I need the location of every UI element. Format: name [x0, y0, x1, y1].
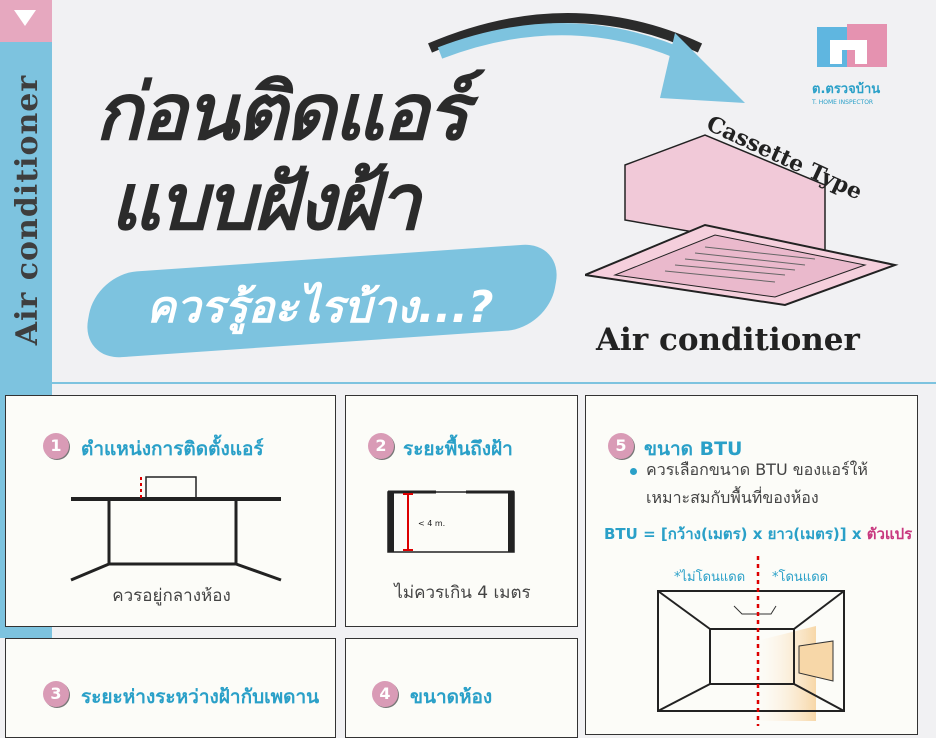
triangle-down-icon [14, 10, 36, 26]
step-number: 1 [43, 433, 69, 459]
room-center-diagram [70, 476, 282, 582]
curved-arrow-icon [428, 13, 745, 103]
card-caption: ควรอยู่กลางห้อง [112, 586, 231, 606]
card-floor-to-ceiling: 2 ระยะพื้นถึงฝ้า < 4 m. ไม่ควรเกิน 4 เมต… [345, 395, 578, 627]
dimension-label: < 4 m. [418, 519, 446, 528]
subtitle: ควรรู้อะไรบ้าง...? [146, 282, 494, 333]
card-ceiling-gap: 3 ระยะห่างระหว่างฝ้ากับเพดาน [5, 638, 336, 738]
formula-variable: ตัวแปร [866, 525, 913, 543]
cassette-ac-illustration [585, 134, 899, 307]
card-title: ระยะห่างระหว่างฝ้ากับเพดาน [81, 686, 320, 708]
logo-name-en: T. HOME INSPECTOR [812, 99, 874, 106]
product-label: Air conditioner [596, 322, 860, 358]
title-line-1: ก่อนติดแอร์ [95, 68, 469, 158]
step-number: 2 [368, 433, 394, 459]
step-number: 3 [43, 681, 69, 707]
ceiling-height-diagram [387, 490, 515, 553]
label-sun: *โดนแดด [772, 570, 829, 585]
card-installation-position: 1 ตำแหน่งการติดตั้งแอร์ ควรอยู่กลางห้อง [5, 395, 336, 627]
bullet-icon [630, 468, 637, 475]
card-room-size: 4 ขนาดห้อง [345, 638, 578, 738]
logo: ต.ตรวจบ้าน T. HOME INSPECTOR [812, 22, 892, 106]
card-title: ระยะพื้นถึงฝ้า [403, 438, 513, 460]
logo-name-th: ต.ตรวจบ้าน [812, 82, 881, 97]
card-btu-size: 5 ขนาด BTU ควรเลือกขนาด BTU ของแอร์ให้ เ… [585, 395, 918, 735]
step-number: 4 [372, 681, 398, 707]
divider [52, 382, 936, 384]
card-title: ขนาด BTU [644, 438, 743, 460]
bullet-text-2: เหมาะสมกับพื้นที่ของห้อง [646, 488, 819, 507]
formula-text: BTU = [กว้าง(เมตร) x ยาว(เมตร)] x [604, 525, 867, 543]
card-caption: ไม่ควรเกิน 4 เมตร [394, 583, 531, 603]
bullet-text: ควรเลือกขนาด BTU ของแอร์ให้ [646, 460, 868, 479]
menu-toggle[interactable] [0, 0, 52, 42]
card-title: ขนาดห้อง [410, 686, 493, 708]
title-line-2: แบบฝังฝ้า [110, 158, 421, 248]
step-number: 5 [608, 433, 634, 459]
side-label: Air conditioner [10, 74, 45, 346]
logo-icon [817, 24, 887, 67]
btu-formula: BTU = [กว้าง(เมตร) x ยาว(เมตร)] x ตัวแปร [604, 522, 912, 546]
room-sunlight-diagram [657, 556, 845, 726]
card-title: ตำแหน่งการติดตั้งแอร์ [81, 438, 264, 460]
label-no-sun: *ไม่โดนแดด [674, 570, 746, 585]
